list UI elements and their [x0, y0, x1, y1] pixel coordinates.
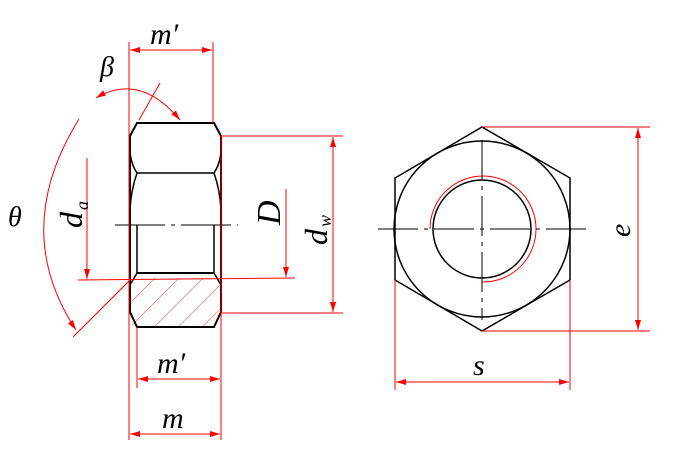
- label-m-prime-bottom: m′: [157, 347, 186, 380]
- label-s: s: [473, 349, 485, 382]
- label-m-prime-top: m′: [150, 18, 179, 51]
- side-dimensions: [43, 42, 343, 440]
- label-m: m: [162, 402, 184, 435]
- section-hatch: [132, 278, 220, 326]
- label-dw-sub: w: [315, 215, 335, 227]
- label-theta: θ: [8, 202, 22, 233]
- nut-side-outline: [129, 122, 222, 328]
- label-beta: β: [99, 52, 114, 83]
- label-e: e: [604, 224, 637, 237]
- side-view: [115, 122, 238, 328]
- label-da-sub: a: [72, 201, 92, 210]
- front-dimensions: [394, 126, 650, 390]
- label-da: d: [53, 211, 89, 228]
- label-dw: d: [298, 228, 334, 245]
- label-D: D: [251, 200, 288, 226]
- thread-arc: [429, 175, 537, 283]
- front-view: [378, 126, 590, 332]
